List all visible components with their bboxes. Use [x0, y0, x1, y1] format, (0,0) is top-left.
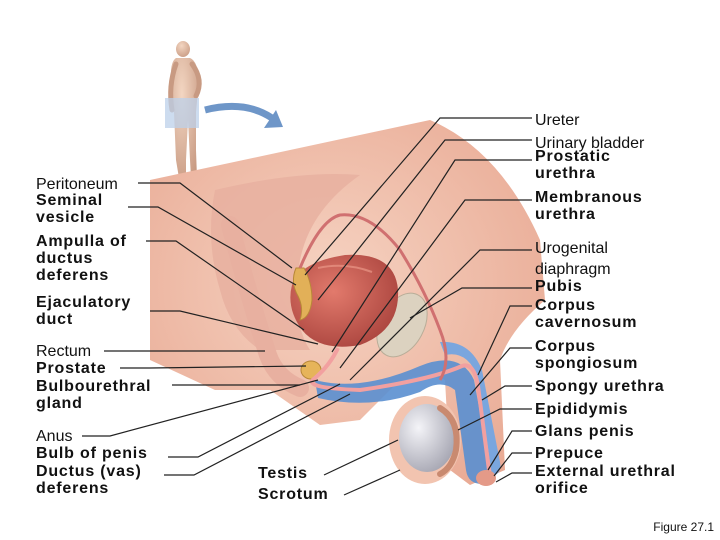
label-ductus-deferens: Ductus (vas) deferens — [36, 463, 142, 497]
rectum-shape — [221, 216, 309, 397]
label-prepuce: Prepuce — [535, 445, 604, 462]
orientation-arrow — [204, 102, 274, 121]
label-testis: Testis — [258, 465, 308, 482]
label-peritoneum: Peritoneum — [36, 176, 118, 193]
urinary-bladder-shape — [290, 254, 399, 347]
leader-lines — [82, 117, 532, 496]
label-ureter: Ureter — [535, 112, 580, 129]
label-urogenital-diaphragm: Urogenital diaphragm — [535, 240, 611, 278]
label-external-urethral-orifice: External urethral orifice — [535, 463, 676, 497]
label-seminal-vesicle: Seminal vesicle — [36, 192, 103, 226]
glans-shape — [476, 470, 496, 486]
label-prostate: Prostate — [36, 360, 107, 377]
label-corpus-cavernosum: Corpus cavernosum — [535, 297, 638, 331]
figure-caption: Figure 27.1 — [653, 520, 714, 534]
label-glans-penis: Glans penis — [535, 423, 635, 440]
label-spongy-urethra: Spongy urethra — [535, 378, 665, 395]
label-bulb-of-penis: Bulb of penis — [36, 445, 148, 462]
label-epididymis: Epididymis — [535, 401, 629, 418]
testis-shape — [399, 404, 455, 472]
orientation-figure — [165, 41, 202, 178]
label-ampulla: Ampulla of ductus deferens — [36, 233, 127, 284]
urethra-shape — [310, 347, 492, 479]
label-membranous-urethra: Membranous urethra — [535, 189, 643, 223]
label-corpus-spongiosum: Corpus spongiosum — [535, 338, 639, 372]
label-ejaculatory-duct: Ejaculatory duct — [36, 294, 132, 328]
label-bulbourethral-gland: Bulbourethral gland — [36, 378, 152, 412]
orientation-arrowhead — [264, 110, 283, 128]
label-anus: Anus — [36, 428, 73, 445]
corpus-cavernosum-shape — [440, 341, 501, 476]
seminal-vesicle-shape — [292, 267, 313, 321]
label-pubis: Pubis — [535, 278, 583, 295]
ductus-deferens-shape — [298, 213, 448, 381]
label-rectum: Rectum — [36, 343, 92, 360]
label-urinary-bladder: Urinary bladder — [535, 135, 645, 152]
label-scrotum: Scrotum — [258, 486, 329, 503]
epididymis-shape — [437, 405, 460, 477]
label-prostatic-urethra: Prostatic urethra — [535, 148, 611, 182]
